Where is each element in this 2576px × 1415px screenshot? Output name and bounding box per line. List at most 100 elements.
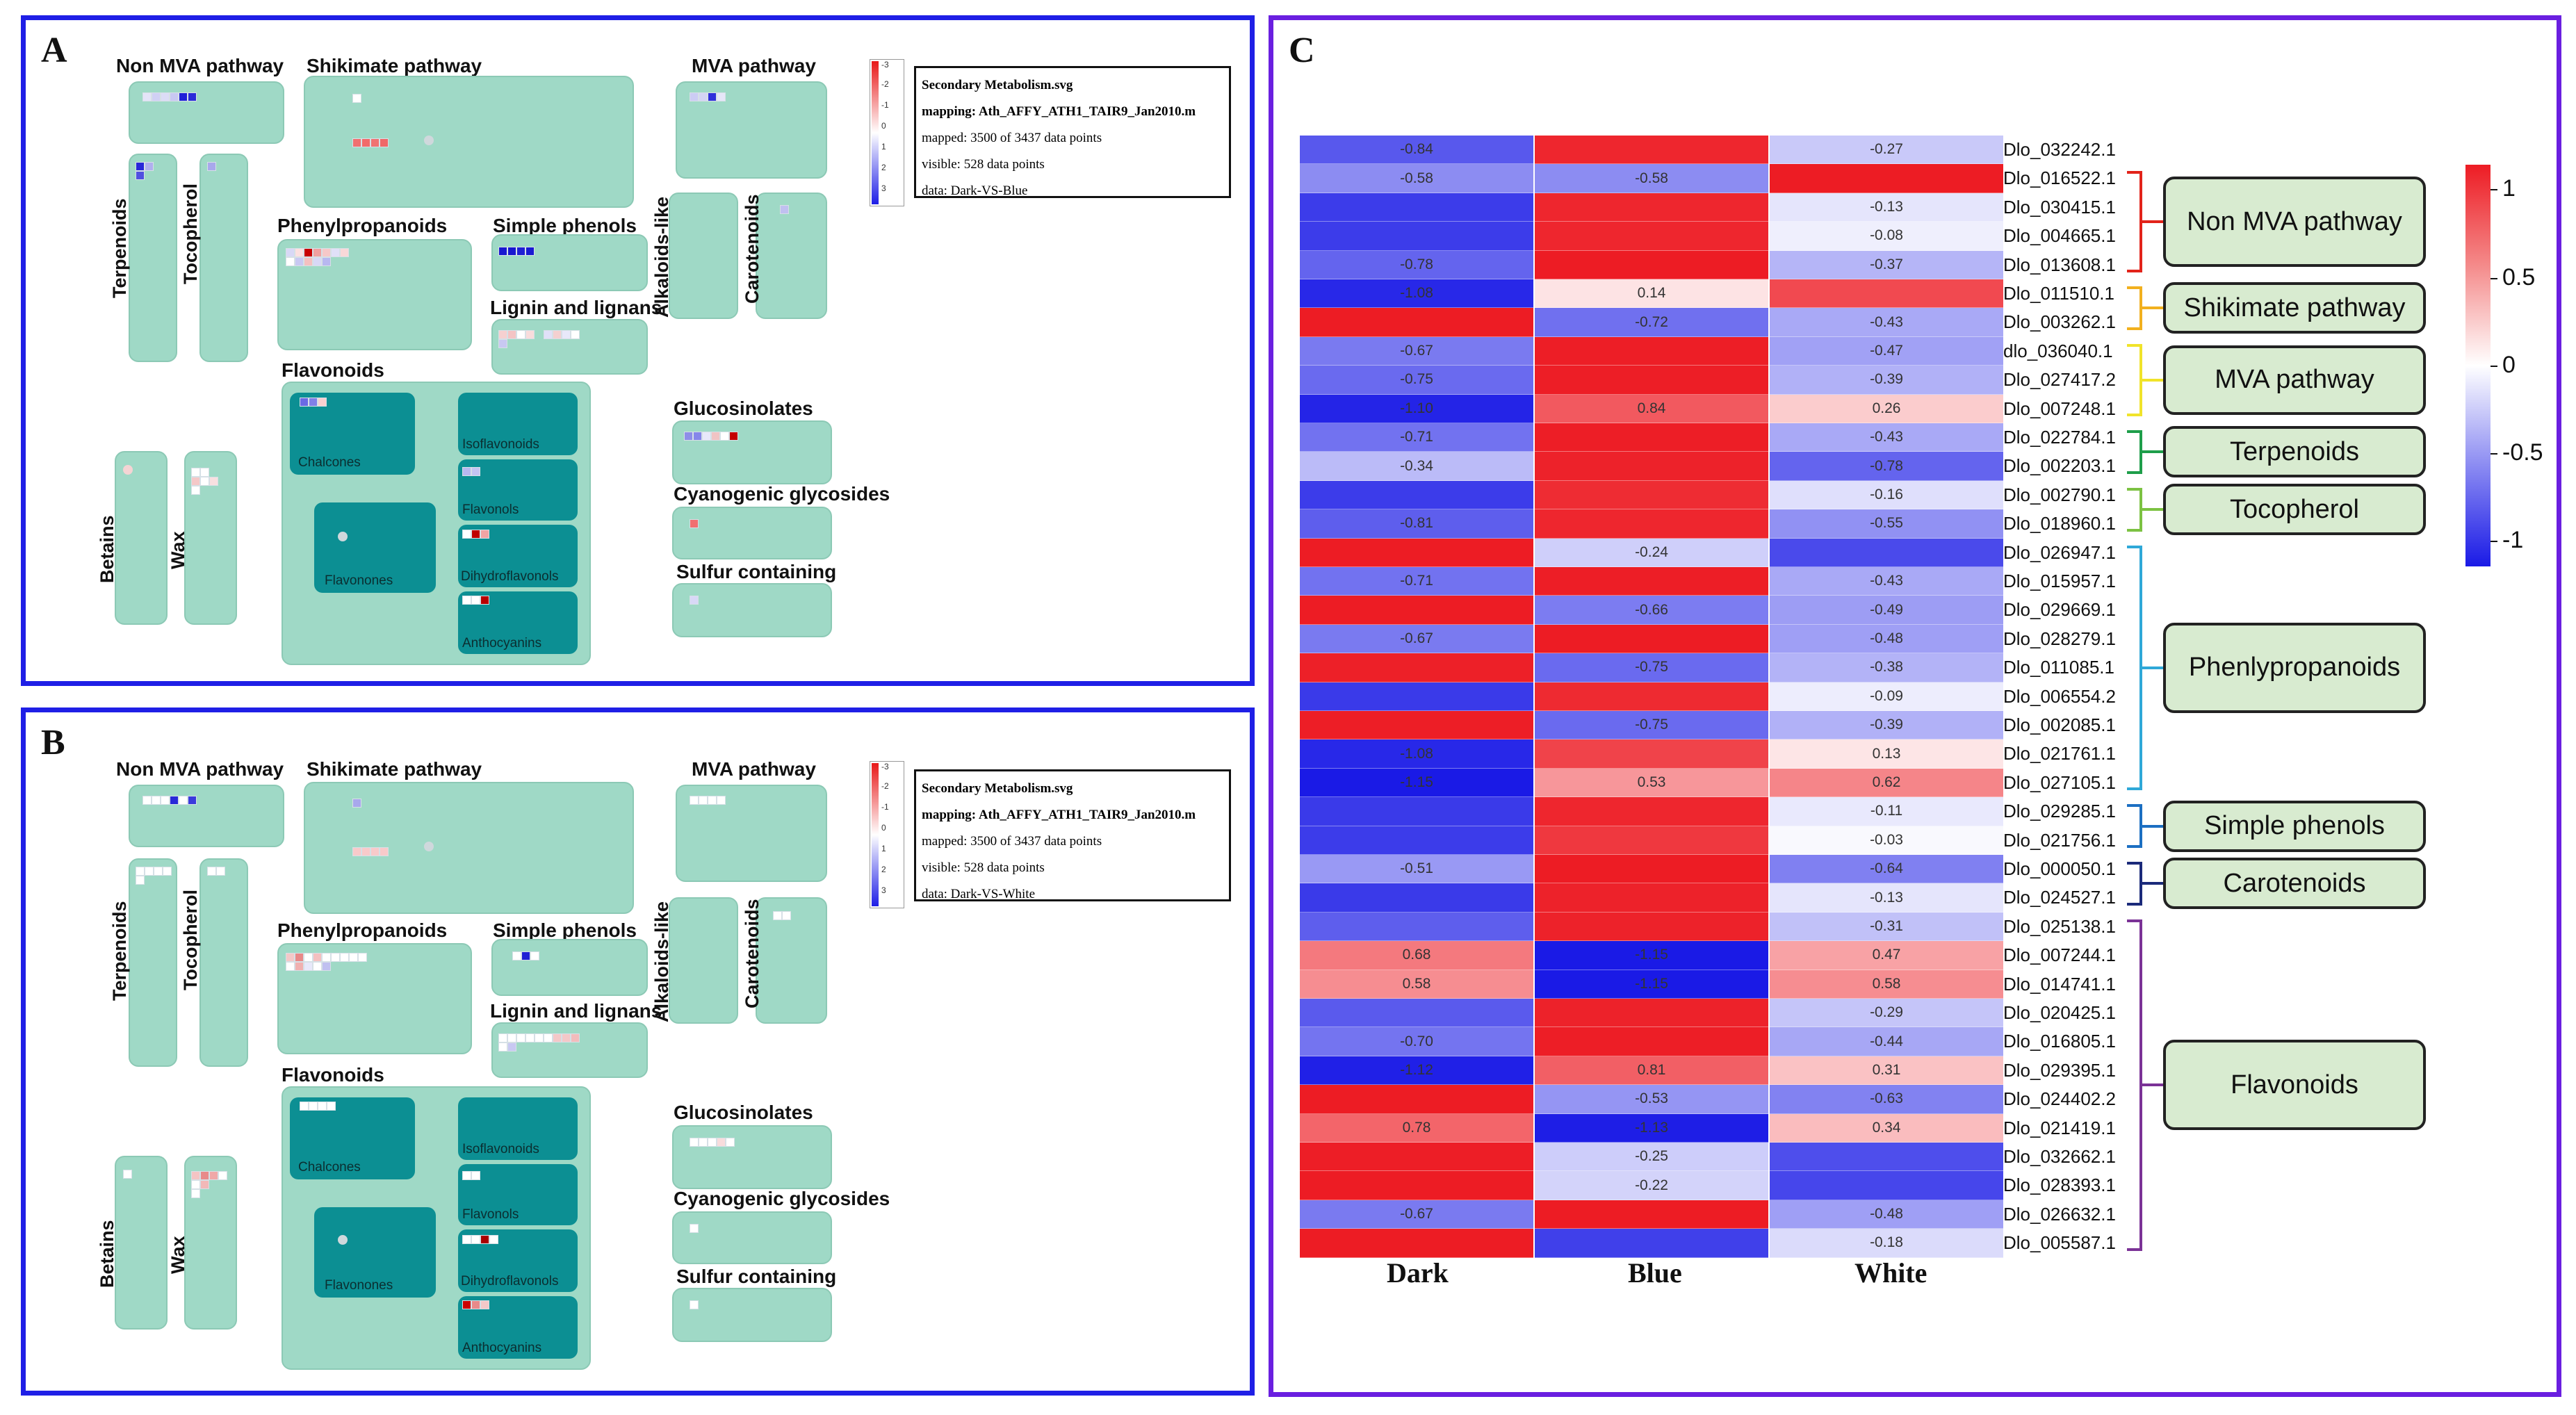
color-scale-a: -3 -2 -1 0 1 2 3: [870, 59, 904, 206]
panel-label-c: C: [1289, 31, 1315, 70]
label-carotenoids: Carotenoids: [742, 899, 763, 1008]
heatmap-cell: [1535, 1200, 1768, 1229]
gene-label: Dlo_011510.1: [2003, 283, 2114, 304]
data-cell: [145, 162, 154, 171]
category-connector: [2142, 220, 2163, 224]
gene-label: Dlo_016805.1: [2003, 1031, 2116, 1052]
heatmap-cell: -0.48: [1770, 1200, 2003, 1229]
heatmap-cell: -1.15: [1535, 941, 1768, 970]
data-cell: [207, 867, 216, 876]
category-connector: [2142, 666, 2163, 669]
heatmap-cell: -0.08: [1770, 222, 2003, 251]
category-bracket: [2127, 171, 2142, 272]
category-bracket: [2127, 862, 2142, 906]
heatmap-cell: -0.75: [1535, 711, 1768, 740]
data-cell: [295, 953, 304, 962]
data-cell: [191, 1180, 200, 1189]
gene-label: Dlo_021419.1: [2003, 1117, 2116, 1138]
box-betains: [115, 1156, 168, 1330]
category-connector: [2142, 882, 2163, 885]
data-cell: [170, 92, 179, 101]
box-tocopherol: [199, 154, 248, 362]
data-cell: [462, 530, 471, 539]
gene-label: Dlo_002790.1: [2003, 484, 2116, 505]
heatmap-cell: -0.55: [1770, 509, 2003, 539]
gene-label: Dlo_014741.1: [2003, 973, 2116, 995]
box-terpenoids: [129, 858, 177, 1067]
data-cell: [530, 951, 539, 960]
heatmap-cell: -0.75: [1535, 653, 1768, 682]
label-flavonones: Flavonones: [325, 573, 393, 588]
data-cell: [780, 205, 789, 214]
data-cell: [471, 596, 480, 605]
data-cell: [773, 911, 782, 920]
label-alkaloids: Alkaloids-like: [651, 901, 672, 1022]
heatmap-cell: -0.44: [1770, 1027, 2003, 1056]
heatmap-cell: 0.47: [1770, 941, 2003, 970]
box-tocopherol: [199, 858, 248, 1067]
data-cell: [699, 92, 708, 101]
data-cell: [699, 1138, 708, 1147]
heatmap-cell: -1.15: [1535, 970, 1768, 999]
data-cell: [562, 1033, 571, 1042]
gene-label: Dlo_007244.1: [2003, 944, 2116, 966]
heatmap-cell: [1535, 336, 1768, 366]
heatmap-cell: [1300, 1171, 1533, 1200]
data-cell: [142, 92, 152, 101]
data-cell: [136, 162, 145, 171]
data-cell: [480, 1300, 489, 1309]
category-connector: [2142, 306, 2163, 310]
heatmap-cell: -0.58: [1535, 164, 1768, 193]
info-box-b: Secondary Metabolism.svg mapping: Ath_AF…: [914, 769, 1231, 901]
data-cell: [708, 796, 717, 805]
category-bracket: [2127, 286, 2142, 330]
heatmap-cell: -0.38: [1770, 653, 2003, 682]
heatmap-cell: -0.63: [1770, 1085, 2003, 1114]
gene-label: Dlo_022784.1: [2003, 427, 2116, 448]
heatmap-cell: [1535, 452, 1768, 481]
heatmap-cell: -0.70: [1300, 1027, 1533, 1056]
heatmap-cell: 0.53: [1535, 768, 1768, 798]
heatmap-cell: -0.31: [1770, 912, 2003, 942]
category-bracket: [2127, 430, 2142, 474]
data-cell: [313, 953, 322, 962]
gene-label: Dlo_027417.2: [2003, 369, 2116, 391]
heatmap-cell: [1770, 279, 2003, 309]
data-cell: [209, 1171, 218, 1180]
label-sulfur: Sulfur containing: [676, 561, 837, 582]
heatmap-cell: [1300, 711, 1533, 740]
box-alkaloids: [669, 897, 738, 1024]
heatmap-cell: [1300, 596, 1533, 625]
data-cell: [516, 330, 525, 339]
data-cell: [216, 867, 225, 876]
data-cell: [471, 1171, 480, 1180]
data-cell: [313, 257, 322, 266]
data-cell: [726, 1138, 735, 1147]
data-cell: [507, 1033, 516, 1042]
category-box: Terpenoids: [2163, 426, 2426, 478]
heatmap-cell: [1300, 826, 1533, 855]
heatmap-cell: -0.39: [1770, 711, 2003, 740]
heatmap-cell: -0.81: [1300, 509, 1533, 539]
data-cell: [498, 1042, 507, 1052]
label-shikimate: Shikimate pathway: [307, 55, 482, 76]
gene-label: Dlo_002085.1: [2003, 714, 2116, 735]
data-cell: [136, 171, 145, 180]
heatmap-cell: -0.71: [1300, 423, 1533, 452]
heatmap-cell: 0.81: [1535, 1056, 1768, 1086]
label-phenylpropanoids: Phenylpropanoids: [277, 215, 448, 236]
heatmap-cell: -0.53: [1535, 1085, 1768, 1114]
label-glucosinolates: Glucosinolates: [674, 1102, 813, 1123]
heatmap-cell: -0.43: [1770, 567, 2003, 596]
gene-label: Dlo_016522.1: [2003, 167, 2116, 189]
heatmap-cell: [1770, 1143, 2003, 1172]
data-cell: [200, 468, 209, 477]
heatmap-cell: [1535, 682, 1768, 711]
data-cell: [304, 257, 313, 266]
data-cell: [462, 1300, 471, 1309]
panel-label-b: B: [41, 723, 65, 762]
data-cell: [462, 1171, 471, 1180]
column-label-blue: Blue: [1628, 1257, 1682, 1289]
label-tocopherol: Tocopherol: [180, 890, 201, 990]
data-cell: [690, 92, 699, 101]
